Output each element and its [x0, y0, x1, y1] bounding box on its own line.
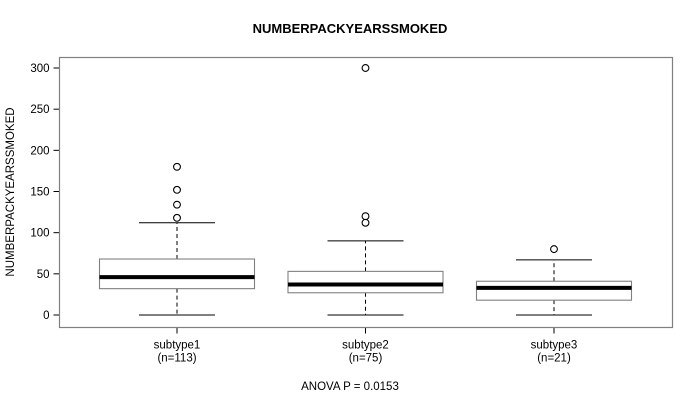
y-tick-label: 200 [30, 145, 49, 157]
x-tick-label-name: subtype2 [342, 340, 389, 352]
box-series [98, 64, 633, 316]
outlier-point [173, 200, 181, 209]
y-tick-label: 50 [37, 269, 50, 281]
box-plot-group [287, 64, 444, 316]
box-iqr [287, 270, 444, 294]
x-tick-label-count: (n=75) [349, 353, 383, 365]
x-tick-label-count: (n=21) [537, 353, 571, 365]
page-title: NUMBERPACKYEARSSMOKED [253, 21, 448, 36]
outlier-point [361, 64, 370, 72]
box-plot-group [98, 162, 256, 316]
box-iqr [98, 258, 256, 290]
y-axis-label: NUMBERPACKYEARSSMOKED [5, 107, 17, 276]
outlier-point [173, 213, 181, 222]
x-axis: subtype1(n=113) subtype2(n=75) subtype3(n=… [154, 327, 578, 365]
x-tick-label-name: subtype3 [531, 340, 578, 352]
y-tick-label: 150 [30, 187, 49, 199]
box-iqr [475, 280, 633, 301]
y-tick-label: 0 [43, 310, 49, 322]
outlier-point [550, 245, 558, 254]
box-plot-group [475, 245, 633, 316]
outlier-point [173, 162, 181, 171]
y-tick-label: 300 [30, 63, 49, 75]
y-tick-label: 250 [30, 104, 49, 116]
plot-frame [58, 56, 674, 329]
outlier-point [173, 185, 181, 194]
outlier-point [361, 212, 370, 221]
y-axis: 0 50 100 150 200 250 300 [30, 63, 60, 322]
x-tick-label-count: (n=113) [157, 353, 196, 365]
x-tick-label-name: subtype1 [154, 340, 201, 352]
anova-footnote: ANOVA P = 0.0153 [301, 381, 399, 393]
y-tick-label: 100 [30, 228, 49, 240]
